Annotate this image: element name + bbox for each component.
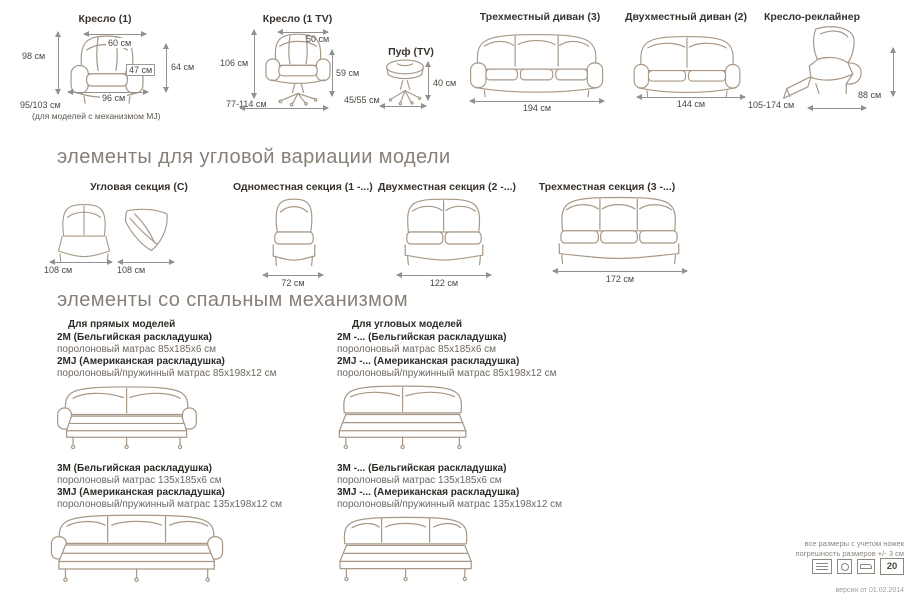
cert-badge-icon [837, 559, 852, 574]
dim-label-a: 108 см [44, 265, 73, 275]
spec-model-name: 2М -... (Бельгийская раскладушка) [337, 332, 507, 343]
spec-model-desc: поролоновый матрас 85х185х6 см [57, 344, 217, 355]
armchair-tv-sketch [265, 33, 331, 107]
dim-line-width [67, 89, 149, 95]
dim-line-top [83, 31, 147, 37]
dim-label-top: 50 см [306, 34, 330, 44]
dim-label-side: 64 см [171, 62, 195, 72]
corner-item-title: Угловая секция (С) [90, 181, 188, 193]
dim-line-side [890, 47, 896, 97]
disclaimer-line-1: все размеры с учетом ножек [804, 539, 904, 548]
sofa-bed-straight-sketch [57, 386, 197, 450]
single-section-sketch [272, 198, 316, 267]
mechanism-badge-icon [857, 559, 875, 574]
spec-model-name: 3МJ (Американская раскладушка) [57, 487, 225, 498]
dim-label: 172 см [605, 274, 635, 284]
dim-label-side: 88 см [858, 90, 882, 100]
dim-line-side [425, 61, 431, 101]
model-title: Кресло (1) [78, 13, 132, 25]
model-title: Пуф (TV) [388, 46, 434, 58]
spec-model-name: 2МJ (Американская раскладушка) [57, 356, 225, 367]
section-heading: элементы для угловой вариации модели [57, 146, 451, 168]
spec-model-desc: поролоновый/пружинный матрас 135х198х12 … [57, 499, 283, 510]
dim-line-width [636, 94, 746, 100]
model-title: Кресло-реклайнер [763, 11, 860, 23]
column-header-corner: Для угловых моделей [352, 319, 463, 330]
column-header-straight: Для прямых моделей [68, 319, 176, 330]
dim-line-height [55, 31, 61, 95]
dim-line [262, 272, 324, 278]
dim-line-top [277, 29, 329, 35]
dim-line [49, 259, 113, 265]
dim-label-height: 106 см [220, 58, 249, 68]
dim-label-width: 96 см [100, 93, 128, 103]
pouf-sketch [386, 59, 424, 106]
version-label: версия от 01.02.2014 [835, 587, 905, 594]
sofa-bed-corner-large-sketch [339, 516, 472, 582]
spec-model-name: 3М -... (Бельгийская раскладушка) [337, 463, 507, 474]
dim-line-width [469, 98, 605, 104]
dim-line [117, 259, 175, 265]
dim-line-depth [239, 105, 329, 111]
size-disclaimer: все размеры с учетом ножек погрешность р… [700, 539, 904, 559]
model-title: Двухместный диван (2) [625, 11, 747, 23]
spec-model-name: 3МJ -... (Американская раскладушка) [337, 487, 520, 498]
corner-item-title: Трехместная секция (3 -...) [538, 181, 676, 193]
corner-top-view-sketch [125, 208, 168, 252]
spec-model-desc: поролоновый матрас 135х185х6 см [337, 475, 502, 486]
dim-line-side [329, 49, 335, 97]
model-title: Кресло (1 TV) [262, 13, 333, 25]
dim-line-depth [379, 103, 427, 109]
dim-label: 122 см [429, 278, 459, 288]
dim-line [396, 272, 492, 278]
dim-label-side: 40 см [433, 78, 457, 88]
spec-model-desc: поролоновый/пружинный матрас 85х198х12 с… [337, 368, 557, 379]
dim-label-depth: 45/55 см [344, 95, 380, 105]
double-section-sketch [404, 198, 484, 266]
spec-model-desc: поролоновый матрас 85х185х6 см [337, 344, 497, 355]
warranty-badge: 20 [880, 558, 904, 575]
dim-label-depth: 105-174 см [748, 100, 795, 110]
corner-item-title: Двухместная секция (2 -...) [378, 181, 517, 193]
triple-section-sketch [558, 196, 680, 264]
dim-line [552, 268, 688, 274]
certification-badges: 20 [792, 558, 904, 575]
dim-label-b: 108 см [117, 265, 146, 275]
section-heading: элементы со спальным механизмом [57, 289, 408, 311]
mechanism-note: (для моделей с механизмом MJ) [32, 111, 161, 121]
spec-model-desc: поролоновый/пружинный матрас 85х198х12 с… [57, 368, 277, 379]
sofa-bed-straight-large-sketch [50, 514, 224, 582]
spec-model-name: 2М (Бельгийская раскладушка) [57, 332, 212, 343]
sofa-bed-corner-sketch [338, 385, 467, 450]
dim-label-top: 60 см [106, 38, 134, 48]
dim-line-depth [807, 105, 867, 111]
size-badge-icon [812, 559, 832, 574]
sofa-two-sketch [633, 35, 741, 98]
dim-label: 72 см [281, 278, 305, 288]
dim-line-height [251, 29, 257, 99]
dim-line-side [163, 43, 169, 93]
dim-label-depth: 77-114 см [226, 99, 267, 109]
spec-model-name: 3М (Бельгийская раскладушка) [57, 463, 212, 474]
dim-label-width: 194 см [522, 103, 552, 113]
model-title: Трехместный диван (3) [479, 11, 601, 23]
sofa-three-sketch [470, 34, 604, 98]
spec-model-name: 2МJ -... (Американская раскладушка) [337, 356, 520, 367]
spec-model-desc: поролоновый/пружинный матрас 135х198х12 … [337, 499, 563, 510]
corner-item-title: Одноместная секция (1 -...) [233, 181, 373, 193]
dim-label-width: 144 см [676, 99, 706, 109]
disclaimer-line-2: погрешность размеров +/- 3 см [795, 548, 904, 558]
dim-label-side: 59 см [336, 68, 360, 78]
dim-label-seat: 47 см [126, 64, 156, 76]
dim-label-depth: 95/103 см [20, 100, 61, 110]
corner-front-sketch [57, 203, 111, 263]
dim-label-height: 98 см [22, 51, 46, 61]
spec-model-desc: поролоновый матрас 135х185х6 см [57, 475, 222, 486]
recliner-sketch [783, 26, 862, 99]
